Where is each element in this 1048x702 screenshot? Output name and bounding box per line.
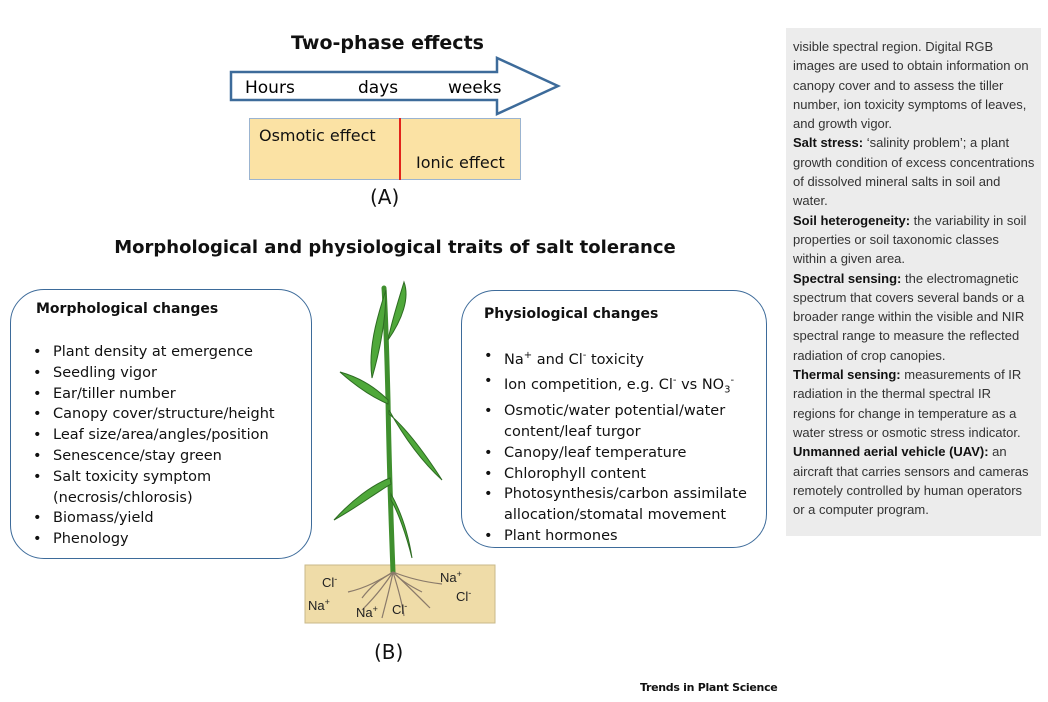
ion-subscript: 3 [724,384,731,396]
glossary-entry: Spectral sensing: the electromagnetic sp… [793,269,1035,365]
leaf-top [370,289,387,379]
glossary-definition: the electromagnetic spectrum that covers… [793,270,1025,363]
list-item: Canopy cover/structure/height [29,404,311,425]
morphological-changes-box: Morphological changes Plant density at e… [10,289,312,559]
ion-charge: - [404,601,407,611]
ion-charge: - [468,588,471,598]
ion-charge: + [523,350,533,361]
list-item: Phenology [29,529,311,550]
list-item: Na+ and Cl- toxicity [480,346,768,371]
list-item: Canopy/leaf temperature [480,443,768,464]
morphological-list: Plant density at emergence Seedling vigo… [29,342,311,550]
physiological-heading: Physiological changes [484,306,659,322]
glossary-term: Salt stress: [793,135,864,151]
ion-na-label: Na [440,570,457,585]
item-text: Ion competition, e.g. Cl [504,376,673,393]
list-item: Plant hormones [480,526,768,547]
glossary-entry: Soil heterogeneity: the variability in s… [793,211,1035,269]
svg-text:Na+: Na+ [440,569,462,585]
plant-stem [381,285,396,575]
glossary-entry: Unmanned aerial vehicle (UAV): an aircra… [793,442,1035,519]
list-item: Photosynthesis/carbon assimilate allocat… [480,484,768,526]
glossary-definition: the variability in soil properties or so… [793,212,1027,267]
glossary-panel: visible spectral region. Digital RGB ima… [786,28,1041,536]
glossary-entry: Salt stress: ‘salinity problem’; a plant… [793,133,1035,210]
physiological-changes-box: Physiological changes Na+ and Cl- toxici… [461,290,767,548]
ion-cl: and Cl [532,351,583,368]
glossary-entry: Thermal sensing: measurements of IR radi… [793,365,1035,442]
ion-charge: + [373,604,378,614]
item-text: vs NO [676,376,725,393]
ion-na-label: Na [308,598,325,613]
svg-text:Cl-: Cl- [392,601,407,617]
physiological-list: Na+ and Cl- toxicity Ion competition, e.… [480,346,768,547]
plant-roots [347,571,443,619]
glossary-intro: visible spectral region. Digital RGB ima… [793,39,1029,132]
glossary-definition: an aircraft that carries sensors and cam… [793,444,1029,518]
timeline-hours-label: Hours [245,78,295,98]
ionic-effect-label: Ionic effect [416,153,505,172]
ion-na: Na [504,351,524,368]
svg-text:Cl-: Cl- [456,588,471,604]
list-item: Seedling vigor [29,363,311,384]
list-item-line: content/leaf turgor [504,423,641,440]
phase-divider-line [399,118,401,180]
glossary-term: Thermal sensing: [793,367,901,383]
osmotic-effect-label: Osmotic effect [259,126,376,145]
ion-cl-label: Cl [456,589,468,604]
list-item-line: allocation/stomatal movement [504,507,727,524]
leaf-upper-right [387,280,407,341]
ion-charge: - [582,350,587,361]
svg-text:Na+: Na+ [356,604,378,620]
glossary-term: Spectral sensing: [793,270,902,286]
svg-text:Na+: Na+ [308,597,330,613]
list-item-line: Salt toxicity symptom [53,468,212,485]
leaf-lower-right [390,492,413,559]
ion-charge: + [457,569,462,579]
ion-charge: + [325,597,330,607]
panel-label-a: (A) [370,185,400,209]
list-item: Leaf size/area/angles/position [29,425,311,446]
ion-na-label: Na [356,605,373,620]
list-item-line: Photosynthesis/carbon assimilate [504,486,747,503]
list-item: Ion competition, e.g. Cl- vs NO3- [480,371,768,402]
glossary-term: Unmanned aerial vehicle (UAV): [793,444,989,460]
ion-cl-label: Cl [392,602,404,617]
timeline-arrow: Hours days weeks [229,56,561,116]
list-item: Senescence/stay green [29,446,311,467]
leaf-right [388,409,443,481]
list-item: Ear/tiller number [29,384,311,405]
list-item: Plant density at emergence [29,342,311,363]
soil-ions: Cl- Na+ Na+ Cl- Na+ Cl- [308,569,471,620]
ion-cl-label: Cl [322,575,334,590]
glossary-term: Soil heterogeneity: [793,212,911,228]
list-item: Chlorophyll content [480,464,768,485]
ion-charge: - [672,374,677,386]
journal-credit: Trends in Plant Science [640,681,778,694]
traits-title: Morphological and physiological traits o… [114,237,676,258]
ion-charge: - [334,574,337,584]
two-phase-title: Two-phase effects [291,32,484,54]
list-item: Biomass/yield [29,508,311,529]
glossary-definition: measurements of IR radiation in the ther… [793,367,1022,440]
timeline-days-label: days [358,78,398,98]
phase-effects-box [249,118,521,180]
leaf-upper-left [339,371,389,405]
glossary-definition: ‘salinity problem’; a plant growth condi… [793,135,1035,209]
list-item: Salt toxicity symptom (necrosis/chlorosi… [29,467,311,509]
ion-charge: - [730,374,735,386]
list-item: Osmotic/water potential/water content/le… [480,401,768,443]
list-item-line: (necrosis/chlorosis) [53,489,193,506]
wheat-plant-illustration: Cl- Na+ Na+ Cl- Na+ Cl- [304,280,496,624]
morphological-heading: Morphological changes [36,301,219,317]
leaf-lower-left [333,477,392,521]
list-item-line: Osmotic/water potential/water [504,403,726,420]
svg-text:Cl-: Cl- [322,574,337,590]
panel-label-b: (B) [374,640,404,664]
item-text: toxicity [586,351,644,368]
timeline-weeks-label: weeks [448,78,502,98]
